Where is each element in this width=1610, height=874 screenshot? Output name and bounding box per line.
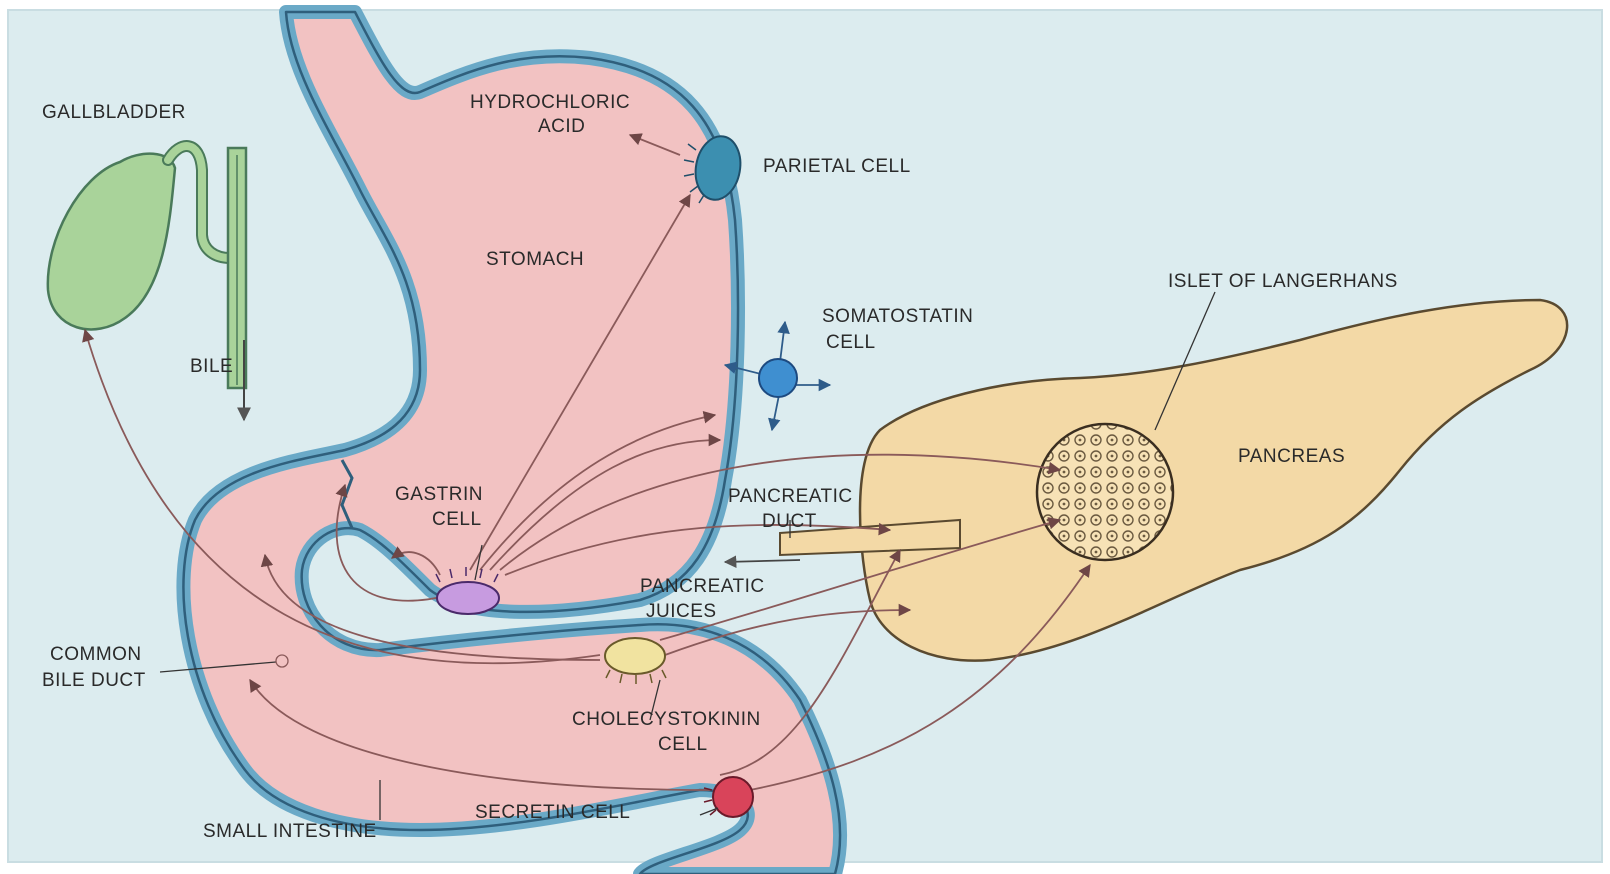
label-small-intestine: SMALL INTESTINE: [203, 821, 377, 842]
label-common: COMMON: [50, 644, 142, 665]
label-gallbladder: GALLBLADDER: [42, 102, 186, 123]
label-acid: ACID: [538, 116, 585, 137]
label-gastrin-cell: CELL: [432, 509, 482, 530]
label-pancreas: PANCREAS: [1238, 446, 1345, 467]
label-somatostatin-cell: CELL: [826, 332, 876, 353]
label-hydrochloric: HYDROCHLORIC: [470, 92, 630, 113]
label-pancreatic-juices: PANCREATIC: [640, 576, 765, 597]
label-juices: JUICES: [646, 601, 717, 622]
label-cholecystokinin: CHOLECYSTOKININ: [572, 709, 761, 730]
label-parietal-cell: PARIETAL CELL: [763, 156, 911, 177]
label-secretin-cell: SECRETIN CELL: [475, 802, 630, 823]
label-somatostatin: SOMATOSTATIN: [822, 306, 973, 327]
label-cholecystokinin-cell: CELL: [658, 734, 708, 755]
label-duct: DUCT: [762, 511, 817, 532]
islet-of-langerhans: [1037, 424, 1173, 560]
label-islet-of-langerhans: ISLET OF LANGERHANS: [1168, 271, 1398, 292]
bile-duct: [228, 148, 246, 420]
label-pancreatic-duct: PANCREATIC: [728, 486, 853, 507]
label-stomach: STOMACH: [486, 249, 584, 270]
label-bile-duct: BILE DUCT: [42, 670, 146, 691]
label-bile: BILE: [190, 356, 233, 377]
somatostatin-cell: [759, 359, 797, 397]
label-gastrin: GASTRIN: [395, 484, 483, 505]
